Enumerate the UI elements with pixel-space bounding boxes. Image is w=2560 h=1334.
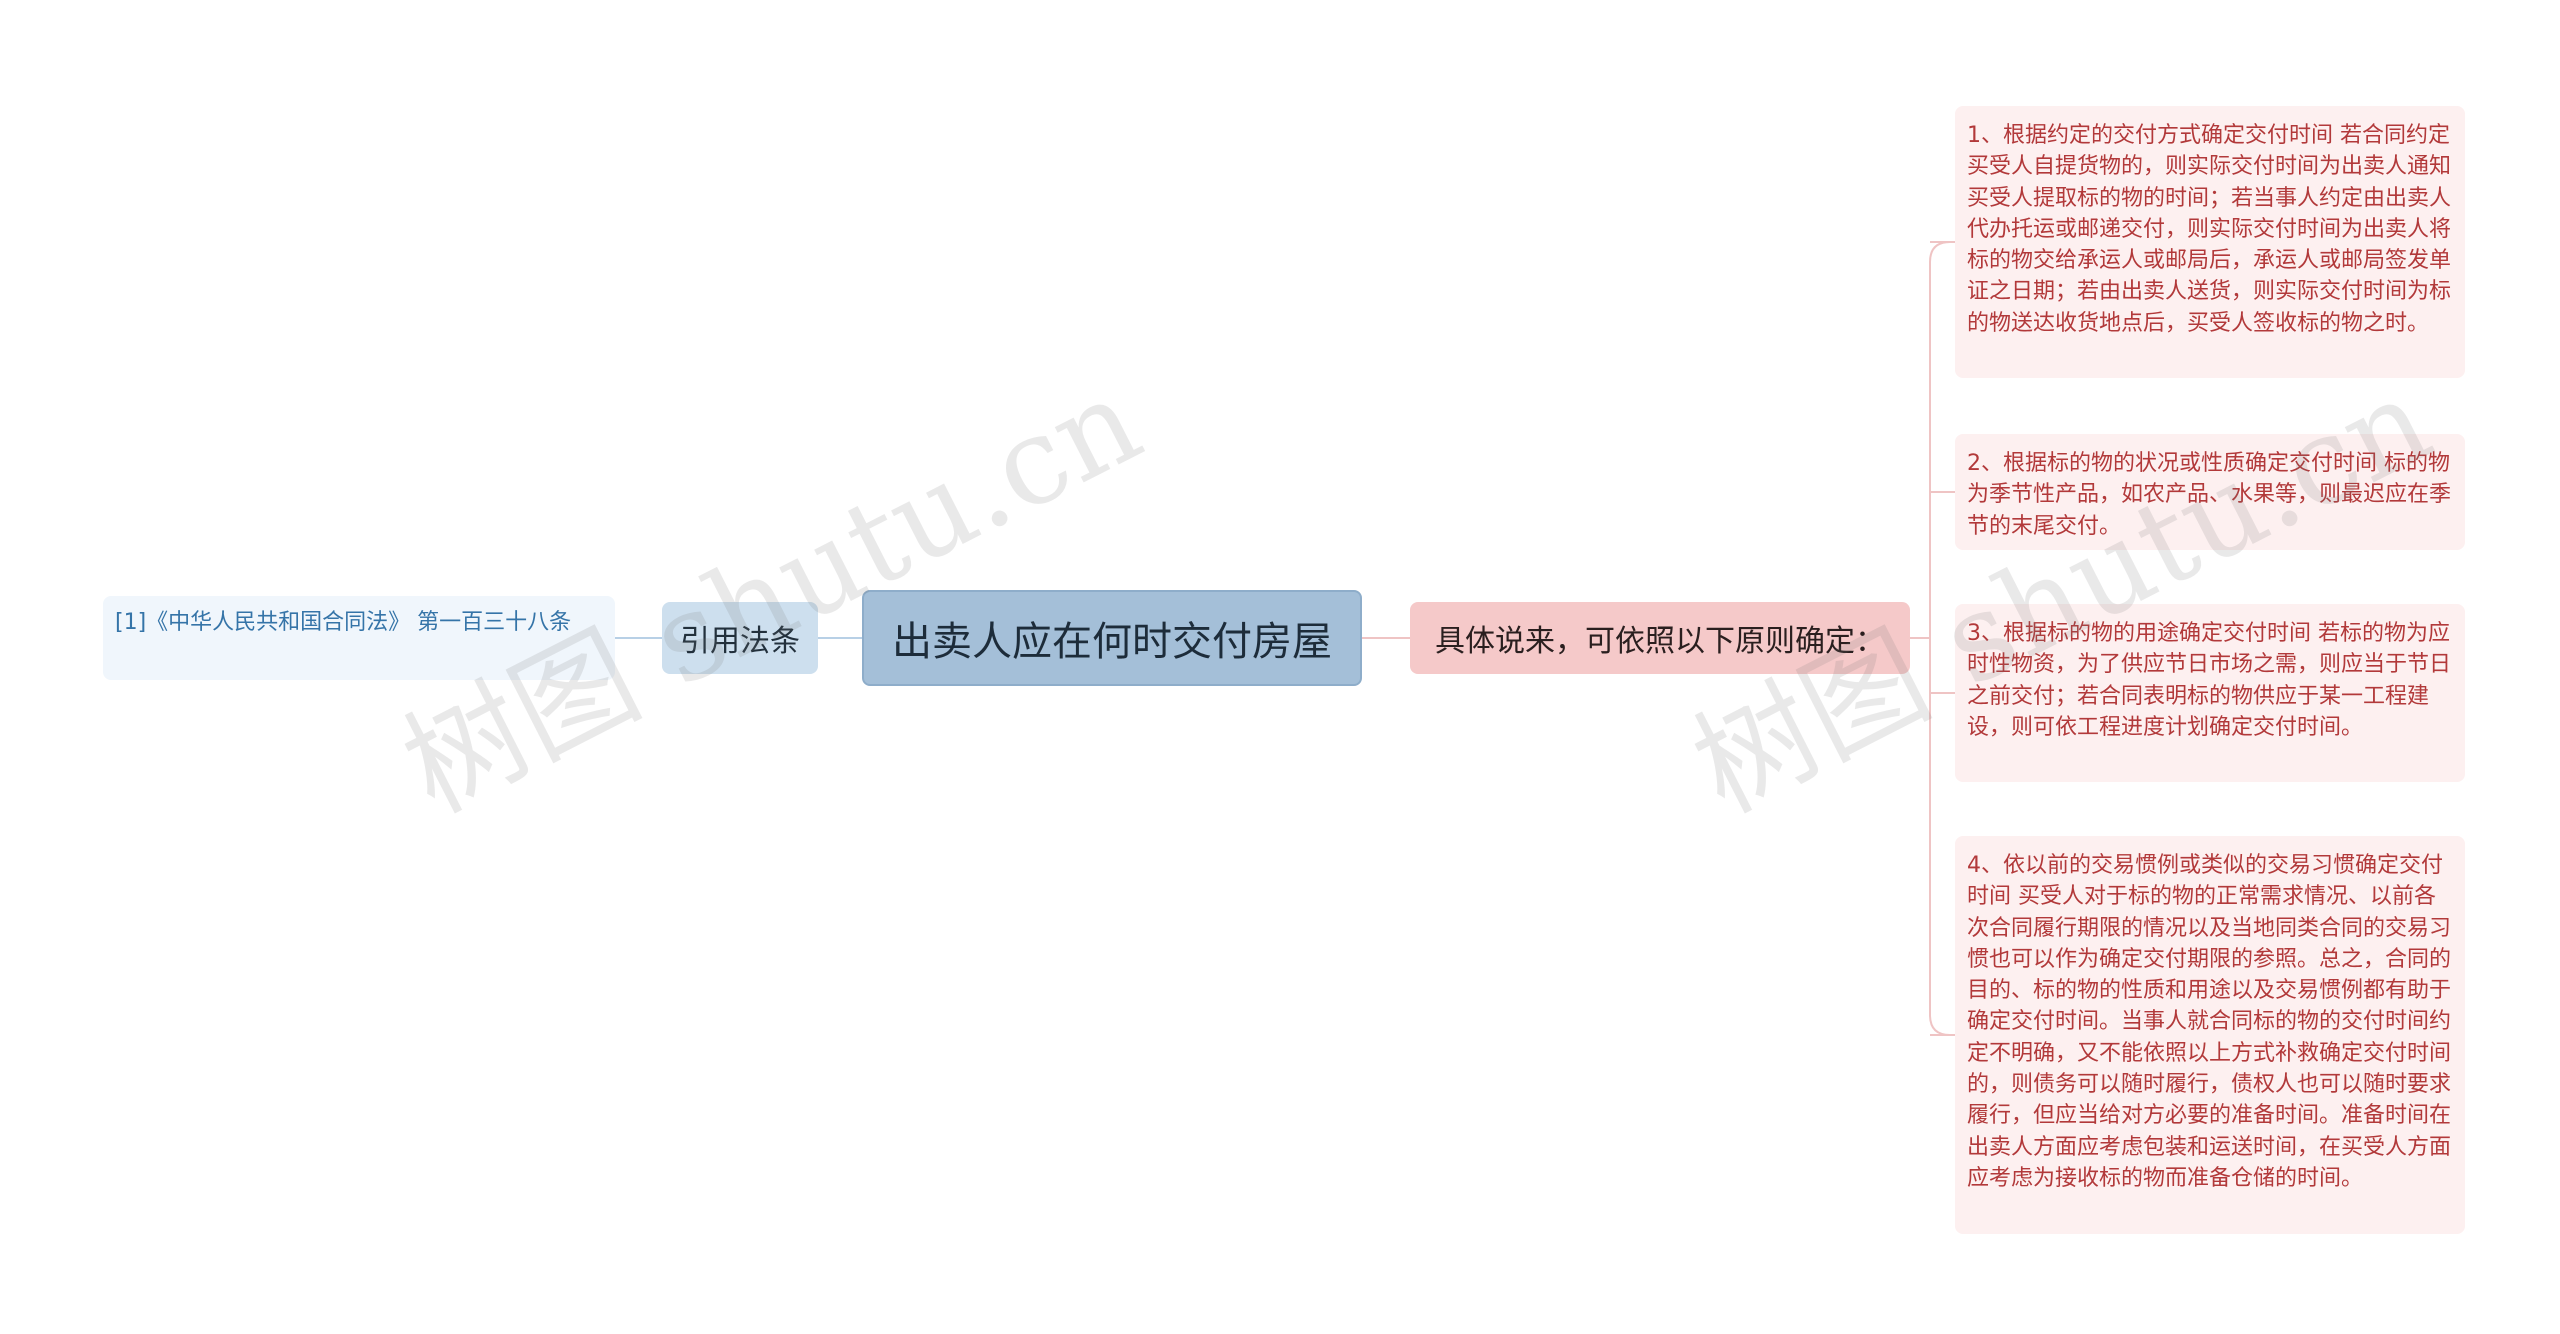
principle-text-4: 4、依以前的交易惯例或类似的交易习惯确定交付时间 买受人对于标的物的正常需求情况… [1967, 853, 2452, 1191]
principle-node-4[interactable]: 4、依以前的交易惯例或类似的交易习惯确定交付时间 买受人对于标的物的正常需求情况… [1955, 836, 2465, 1234]
principle-node-1[interactable]: 1、根据约定的交付方式确定交付时间 若合同约定买受人自提货物的，则实际交付时间为… [1955, 106, 2465, 378]
principles-branch-node[interactable]: 具体说来，可依照以下原则确定： [1410, 602, 1910, 674]
central-topic-node[interactable]: 出卖人应在何时交付房屋 [862, 590, 1362, 686]
cited-law-branch-node[interactable]: 引用法条 [662, 602, 818, 674]
principles-branch-label: 具体说来，可依照以下原则确定： [1435, 624, 1885, 659]
law-reference-label: [1]《中华人民共和国合同法》 第一百三十八条 [115, 610, 572, 635]
principle-text-3: 3、根据标的物的用途确定交付时间 若标的物为应时性物资，为了供应节日市场之需，则… [1967, 621, 2452, 740]
cited-law-branch-label: 引用法条 [680, 624, 800, 659]
link-trunk [1929, 241, 1951, 1036]
principle-text-2: 2、根据标的物的状况或性质确定交付时间 标的物为季节性产品，如农产品、水果等，则… [1967, 451, 2452, 539]
principle-node-2[interactable]: 2、根据标的物的状况或性质确定交付时间 标的物为季节性产品，如农产品、水果等，则… [1955, 434, 2465, 550]
principle-text-1: 1、根据约定的交付方式确定交付时间 若合同约定买受人自提货物的，则实际交付时间为… [1967, 123, 2452, 336]
central-topic-label: 出卖人应在何时交付房屋 [892, 619, 1332, 665]
principle-node-3[interactable]: 3、根据标的物的用途确定交付时间 若标的物为应时性物资，为了供应节日市场之需，则… [1955, 604, 2465, 782]
law-reference-node[interactable]: [1]《中华人民共和国合同法》 第一百三十八条 [103, 596, 615, 680]
